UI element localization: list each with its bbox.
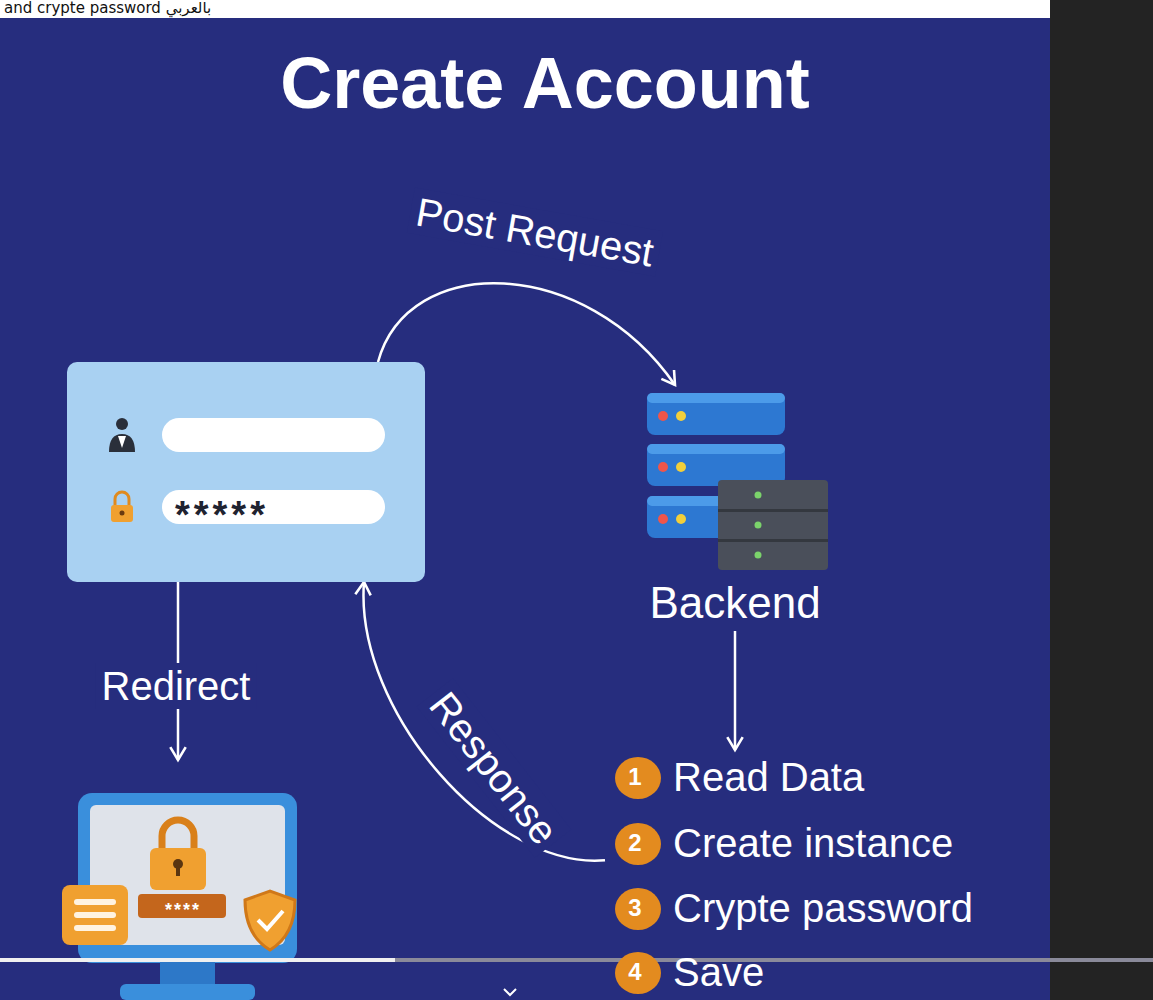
arrow-label: Response — [417, 678, 572, 858]
form-icons — [67, 362, 157, 542]
server-label: Backend — [620, 577, 850, 629]
step-number: 4 — [615, 952, 655, 992]
step-text: Read Data — [673, 751, 864, 803]
login-form-card: ***** — [67, 362, 425, 582]
video-title-text: and crypte password بالعربي — [4, 0, 211, 18]
step-number: 1 — [615, 757, 655, 797]
monitor-icon — [62, 793, 297, 1000]
password-mask: ***** — [175, 490, 269, 524]
step-number-circle: 3 — [615, 888, 661, 930]
flow-arrow — [363, 582, 605, 861]
diagram-title: Create Account — [0, 38, 1090, 128]
step-text: Crypte password — [673, 882, 973, 934]
step-number: 3 — [615, 888, 655, 928]
step-text: Save — [673, 946, 764, 998]
step-number-circle: 4 — [615, 952, 661, 994]
step-text: Create instance — [673, 817, 953, 869]
video-progress-bar — [0, 958, 1153, 995]
side-strip — [1050, 0, 1153, 1000]
steps-list: Read DataCreate instanceCrypte passwordS… — [605, 750, 985, 995]
server-icon — [647, 393, 828, 570]
step-number: 2 — [615, 823, 655, 863]
secure-monitor: **** — [60, 760, 310, 995]
step-number-circle: 1 — [615, 757, 661, 799]
username-field — [162, 418, 385, 452]
arrow-label: Redirect — [96, 663, 257, 709]
flow-arrow — [734, 631, 737, 750]
password-mask: **** — [140, 894, 226, 918]
step-number-circle: 2 — [615, 823, 661, 865]
arrow-label: Post Request — [407, 187, 663, 276]
backend-server: Backend — [620, 385, 856, 631]
